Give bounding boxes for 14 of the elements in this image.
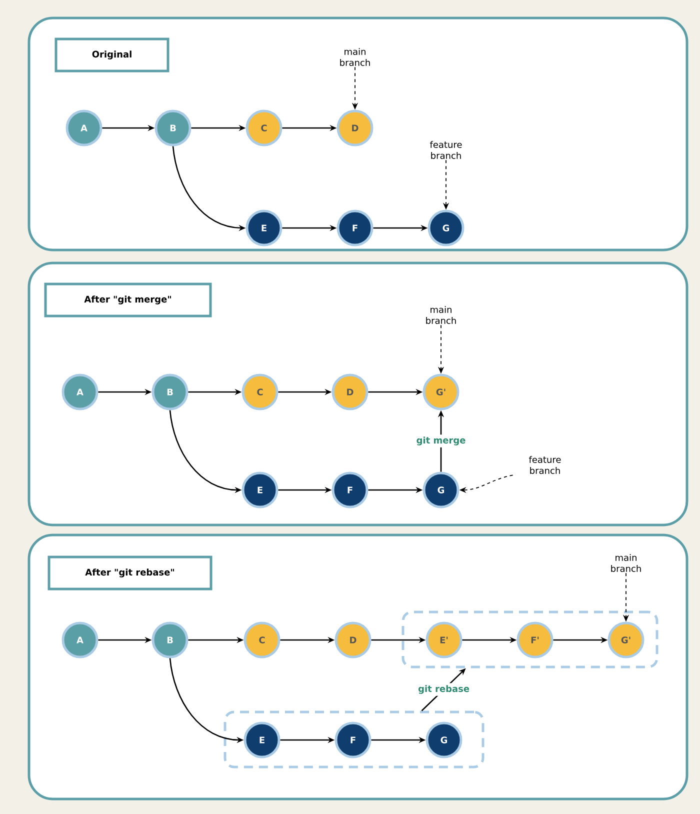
- branch-label: main branch: [340, 48, 370, 66]
- title-box: Original: [54, 38, 170, 72]
- title-box: After "git merge": [44, 282, 212, 318]
- panel-frame: [28, 262, 688, 526]
- title-box: After "git rebase": [48, 556, 212, 590]
- dashed-group-box: [402, 610, 658, 668]
- branch-label: main branch: [611, 554, 641, 572]
- panel-frame: [28, 16, 688, 252]
- branch-label: feature branch: [430, 141, 462, 159]
- dashed-group-box: [224, 710, 484, 768]
- branch-label: main branch: [426, 306, 456, 324]
- edge-label: git merge: [414, 434, 468, 448]
- edge-label: git rebase: [416, 683, 472, 696]
- branch-label: feature branch: [528, 456, 561, 474]
